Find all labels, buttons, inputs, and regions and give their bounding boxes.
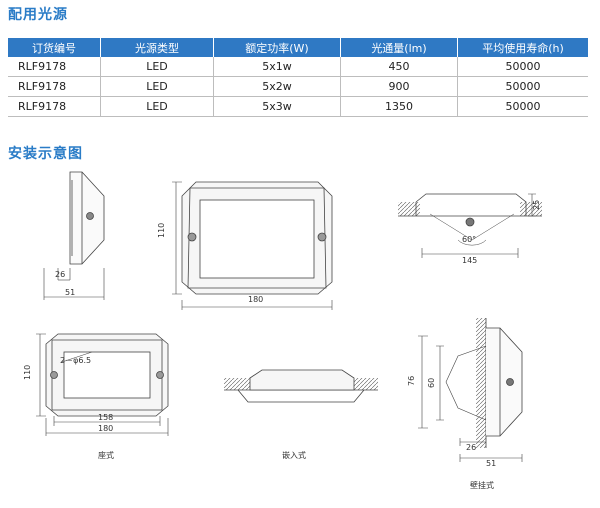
dim-top-width: 145 — [462, 256, 477, 265]
front-view-drawing — [172, 181, 333, 310]
caption-base-mount: 座式 — [98, 451, 114, 460]
cell-light-type: LED — [100, 57, 214, 77]
dim-base-inner: 158 — [98, 413, 113, 422]
base-mount-drawing — [36, 333, 169, 436]
cell-light-type: LED — [100, 96, 214, 117]
install-diagram-title: 安装示意图 — [8, 146, 83, 162]
cell-light-type: LED — [100, 76, 214, 97]
recessed-mount-drawing — [224, 369, 378, 403]
table-row: RLF9178 LED 5x2w 900 50000 — [8, 76, 588, 97]
dim-base-width: 180 — [98, 424, 113, 433]
cell-lifetime: 50000 — [457, 96, 588, 117]
wall-mount-drawing — [418, 318, 523, 462]
dim-base-height: 110 — [23, 365, 32, 380]
spec-table: 订货编号 光源类型 额定功率(W) 光通量(lm) 平均使用寿命(h) RLF9… — [8, 38, 588, 117]
side-view-drawing — [43, 171, 105, 300]
col-header-light-type: 光源类型 — [100, 38, 214, 57]
top-view-drawing — [398, 193, 542, 258]
cell-order-no: RLF9178 — [8, 96, 101, 117]
dim-wall-small: 26 — [466, 443, 476, 452]
col-header-lifetime: 平均使用寿命(h) — [457, 38, 588, 57]
cell-flux: 900 — [340, 76, 458, 97]
installation-drawings: 26 51 110 180 25 60° 145 2 — [23, 171, 542, 468]
table-header-row: 订货编号 光源类型 额定功率(W) 光通量(lm) 平均使用寿命(h) — [8, 38, 588, 57]
dim-side-small: 26 — [55, 270, 65, 279]
cell-flux: 450 — [340, 57, 458, 77]
table-row: RLF9178 LED 5x3w 1350 50000 — [8, 96, 588, 117]
dim-front-width: 180 — [248, 295, 263, 304]
dim-wall-large: 51 — [486, 459, 496, 468]
cell-flux: 1350 — [340, 96, 458, 117]
dim-wall-inner: 60 — [427, 378, 436, 388]
dim-wall-outer: 76 — [407, 376, 416, 386]
dim-top-angle: 60° — [462, 235, 476, 244]
dim-top-depth: 25 — [532, 200, 541, 210]
col-header-power: 额定功率(W) — [213, 38, 341, 57]
cell-order-no: RLF9178 — [8, 76, 101, 97]
cell-power: 5x1w — [213, 57, 341, 77]
caption-recessed-mount: 嵌入式 — [282, 451, 306, 460]
caption-wall-mount: 壁挂式 — [470, 481, 494, 490]
cell-power: 5x3w — [213, 96, 341, 117]
cell-order-no: RLF9178 — [8, 57, 101, 77]
light-source-title: 配用光源 — [8, 7, 68, 23]
dim-hole-spec: 2－φ6.5 — [60, 356, 91, 365]
table-row: RLF9178 LED 5x1w 450 50000 — [8, 57, 588, 77]
col-header-order-no: 订货编号 — [8, 38, 101, 57]
cell-lifetime: 50000 — [457, 76, 588, 97]
cell-power: 5x2w — [213, 76, 341, 97]
dim-front-height: 110 — [157, 223, 166, 238]
col-header-flux: 光通量(lm) — [340, 38, 458, 57]
dim-side-large: 51 — [65, 288, 75, 297]
cell-lifetime: 50000 — [457, 57, 588, 77]
